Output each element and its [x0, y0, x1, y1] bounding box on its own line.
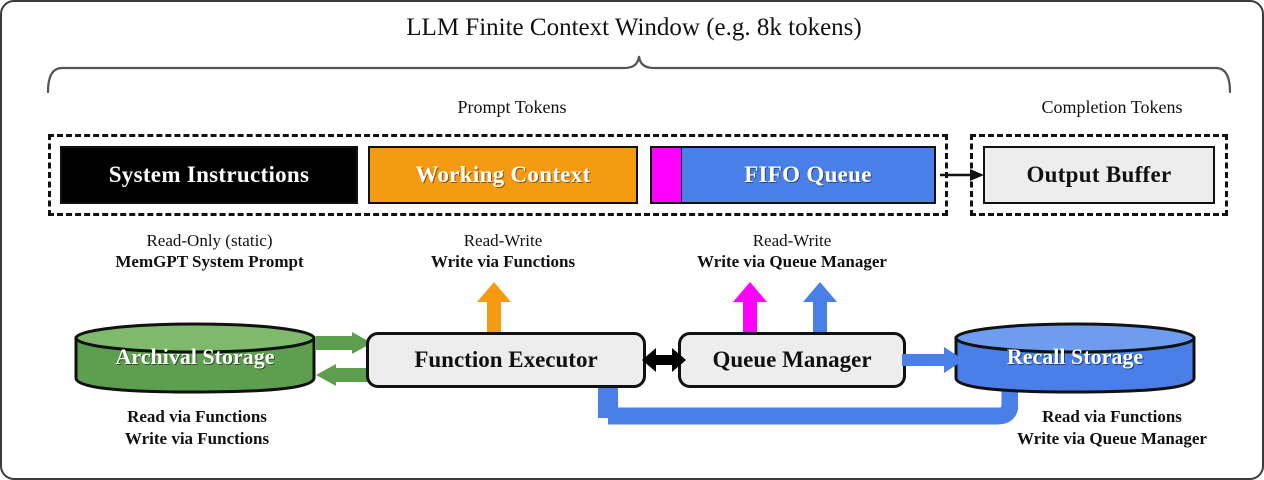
annotation-fifo-queue: Read-Write Write via Queue Manager: [642, 230, 942, 273]
completion-tokens-caption: Completion Tokens: [1041, 97, 1183, 117]
arrow-function-executor-queue-manager-icon: [642, 344, 686, 376]
annotation-line-2: Write via Functions: [430, 252, 576, 272]
arrow-up-working-context-icon: [477, 282, 511, 344]
archival-storage-label: Archival Storage: [115, 344, 275, 369]
annotation-line-2: MemGPT System Prompt: [115, 252, 304, 272]
context-window-brace: [46, 54, 1232, 94]
annotation-line-1: Read via Functions: [1042, 407, 1182, 426]
annotation-line-2: Write via Queue Manager: [1017, 429, 1207, 449]
recall-storage-label: Recall Storage: [1006, 344, 1144, 369]
arrow-up-fifo-marker-icon: [733, 282, 767, 344]
annotation-system-instructions: Read-Only (static) MemGPT System Prompt: [57, 230, 362, 273]
page-title: LLM Finite Context Window (e.g. 8k token…: [406, 14, 862, 41]
fifo-queue-new-marker: [650, 146, 682, 204]
arrow-archival-function-executor-icon: [316, 332, 372, 390]
recall-storage-cylinder[interactable]: [954, 322, 1196, 394]
archival-storage-cylinder[interactable]: [74, 322, 316, 394]
block-output-buffer[interactable]: Output Buffer: [983, 146, 1215, 204]
prompt-tokens-caption: Prompt Tokens: [457, 97, 567, 117]
block-working-context[interactable]: Working Context: [368, 146, 638, 204]
annotation-line-1: Read-Write: [463, 231, 543, 250]
block-fifo-queue[interactable]: FIFO Queue: [682, 146, 936, 204]
arrow-up-fifo-queue-icon: [803, 282, 837, 344]
annotation-line-2: Write via Functions: [124, 429, 270, 449]
annotation-working-context: Read-Write Write via Functions: [370, 230, 636, 273]
box-function-executor[interactable]: Function Executor: [366, 332, 646, 388]
block-system-instructions[interactable]: System Instructions: [60, 146, 358, 204]
annotation-archival-storage: Read via Functions Write via Functions: [62, 406, 332, 450]
annotation-line-1: Read via Functions: [127, 407, 267, 426]
arrow-fifo-to-output-icon: [940, 166, 984, 184]
annotation-line-1: Read-Only (static): [146, 231, 273, 250]
box-queue-manager[interactable]: Queue Manager: [678, 332, 906, 388]
annotation-recall-storage: Read via Functions Write via Queue Manag…: [967, 406, 1257, 450]
annotation-line-2: Write via Queue Manager: [697, 252, 887, 272]
arrow-queue-manager-to-recall-icon: [902, 346, 964, 374]
annotation-line-1: Read-Write: [752, 231, 832, 250]
